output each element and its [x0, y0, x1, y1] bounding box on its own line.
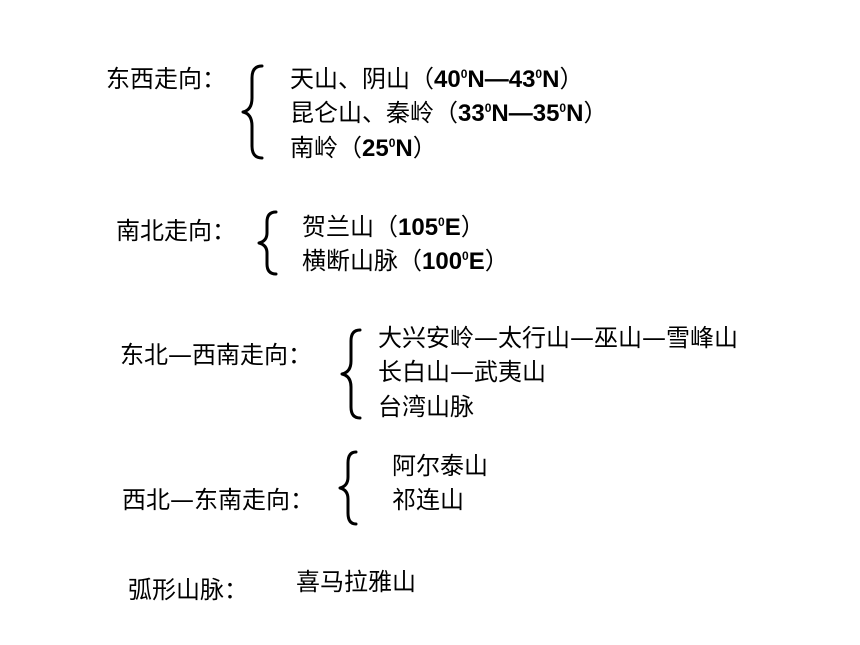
mountain-item: 长白山—武夷山 — [378, 358, 546, 386]
mountain-item: 昆仑山、秦岭（330N—350N） — [290, 99, 608, 127]
mountain-item: 大兴安岭—太行山—巫山—雪峰山 — [378, 324, 738, 352]
mountain-item: 天山、阴山（400N—430N） — [290, 65, 584, 93]
mountain-item: 南岭（250N） — [290, 134, 437, 162]
mountain-item: 贺兰山（1050E） — [302, 213, 485, 241]
mountain-item: 台湾山脉 — [378, 393, 474, 421]
label-north-south: 南北走向： — [116, 217, 236, 245]
label-east-west: 东西走向： — [106, 65, 226, 93]
mountain-item: 喜马拉雅山 — [296, 568, 416, 596]
mountain-item: 横断山脉（1000E） — [302, 247, 509, 275]
brace-icon — [241, 64, 264, 160]
brace-icon — [340, 328, 362, 420]
mountain-item: 阿尔泰山 — [392, 452, 488, 480]
brace-icon — [338, 450, 358, 526]
brace-icon — [257, 210, 278, 276]
label-arc: 弧形山脉： — [128, 576, 248, 604]
mountain-item: 祁连山 — [392, 486, 464, 514]
label-northeast-southwest: 东北—西南走向： — [120, 341, 312, 369]
label-northwest-southeast: 西北—东南走向： — [122, 486, 314, 514]
